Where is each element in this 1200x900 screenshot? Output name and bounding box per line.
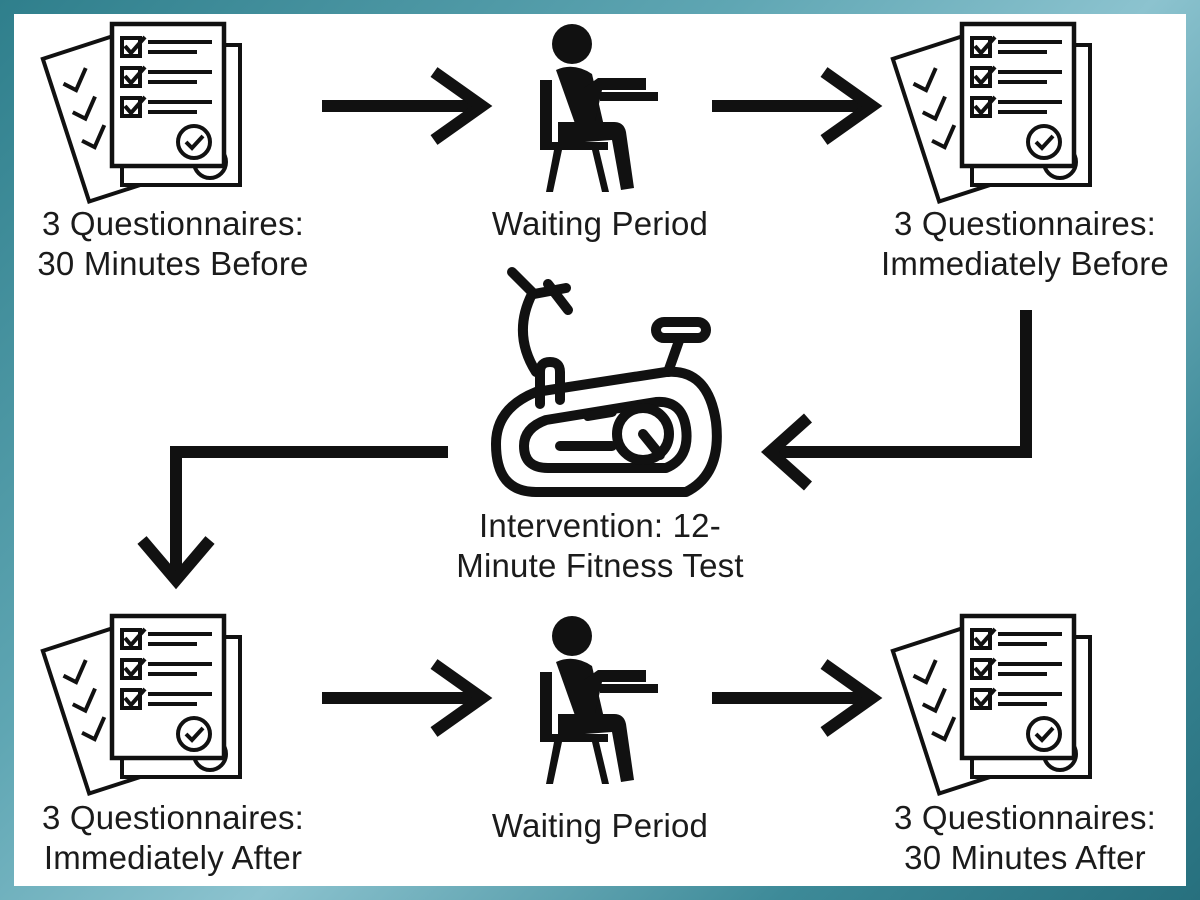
label-line: 30 Minutes Before <box>37 245 309 282</box>
seated-person-at-desk-icon <box>540 24 658 192</box>
arrow-right <box>322 664 482 732</box>
checklist-documents-icon <box>43 24 240 202</box>
checklist-documents-icon <box>893 24 1090 202</box>
step-label-questionnaires-immediately-before: 3 Questionnaires: Immediately Before <box>862 204 1188 284</box>
arrow-elbow-left <box>761 310 1032 491</box>
arrow-right <box>712 72 872 140</box>
exercise-bike-icon <box>491 267 722 497</box>
label-line: Immediately Before <box>881 245 1169 282</box>
step-label-waiting-period: Waiting Period <box>450 204 750 244</box>
label-line: Intervention: 12- <box>479 507 721 544</box>
step-label-waiting-period: Waiting Period <box>450 806 750 846</box>
label-line: 30 Minutes After <box>904 839 1146 876</box>
step-label-questionnaires-immediately-after: 3 Questionnaires: Immediately After <box>18 798 328 878</box>
label-line: 3 Questionnaires: <box>41 799 305 836</box>
step-label-questionnaires-30-min-before: 3 Questionnaires: 30 Minutes Before <box>18 204 328 284</box>
label-line: 3 Questionnaires: <box>893 205 1157 242</box>
label-line: Immediately After <box>43 839 303 876</box>
arrow-right <box>712 664 872 732</box>
arrow-elbow-down <box>137 446 448 590</box>
step-label-questionnaires-30-min-after: 3 Questionnaires: 30 Minutes After <box>870 798 1180 878</box>
label-line: 3 Questionnaires: <box>893 799 1157 836</box>
label-line: Minute Fitness Test <box>456 547 744 584</box>
label-line: 3 Questionnaires: <box>41 205 305 242</box>
checklist-documents-icon <box>893 616 1090 794</box>
arrow-right <box>322 72 482 140</box>
seated-person-at-desk-icon <box>540 616 658 784</box>
step-label-intervention: Intervention: 12- Minute Fitness Test <box>440 506 760 586</box>
checklist-documents-icon <box>43 616 240 794</box>
label-line: Waiting Period <box>491 807 709 844</box>
label-line: Waiting Period <box>491 205 709 242</box>
